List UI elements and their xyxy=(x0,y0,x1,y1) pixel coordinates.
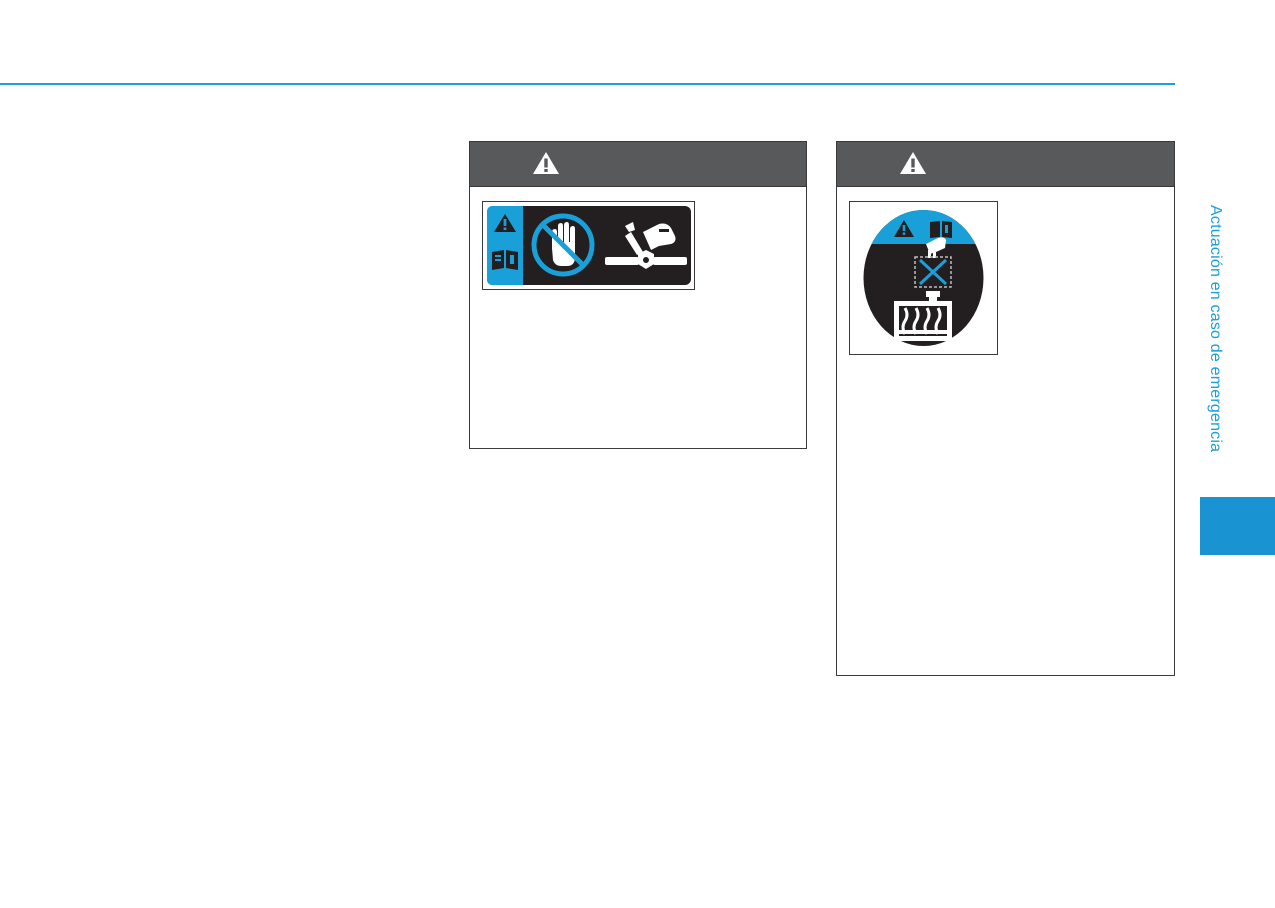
no-hand-touch-icon xyxy=(531,213,595,277)
warning-box-fan xyxy=(469,141,807,449)
radiator-warning-label xyxy=(849,201,998,355)
warning-triangle-icon xyxy=(900,152,926,174)
warning-header xyxy=(470,142,806,187)
hand-hot-hazard-icon xyxy=(926,237,946,258)
warning-triangle-icon xyxy=(533,152,559,174)
no-open-cap-icon xyxy=(914,256,952,288)
warning-triangle-icon xyxy=(494,214,516,232)
fan-hand-hazard-icon xyxy=(605,222,687,269)
top-rule xyxy=(0,83,1175,85)
warning-box-radiator xyxy=(836,141,1175,676)
warning-triangle-icon xyxy=(894,220,914,237)
fan-warning-label xyxy=(482,201,695,290)
chapter-side-title: Actuación en caso de emergencia xyxy=(1207,205,1224,453)
warning-header xyxy=(837,142,1174,187)
chapter-tab xyxy=(1200,497,1275,555)
manual-book-icon xyxy=(930,221,952,238)
manual-book-icon xyxy=(492,250,518,270)
hot-radiator-icon xyxy=(894,291,952,341)
